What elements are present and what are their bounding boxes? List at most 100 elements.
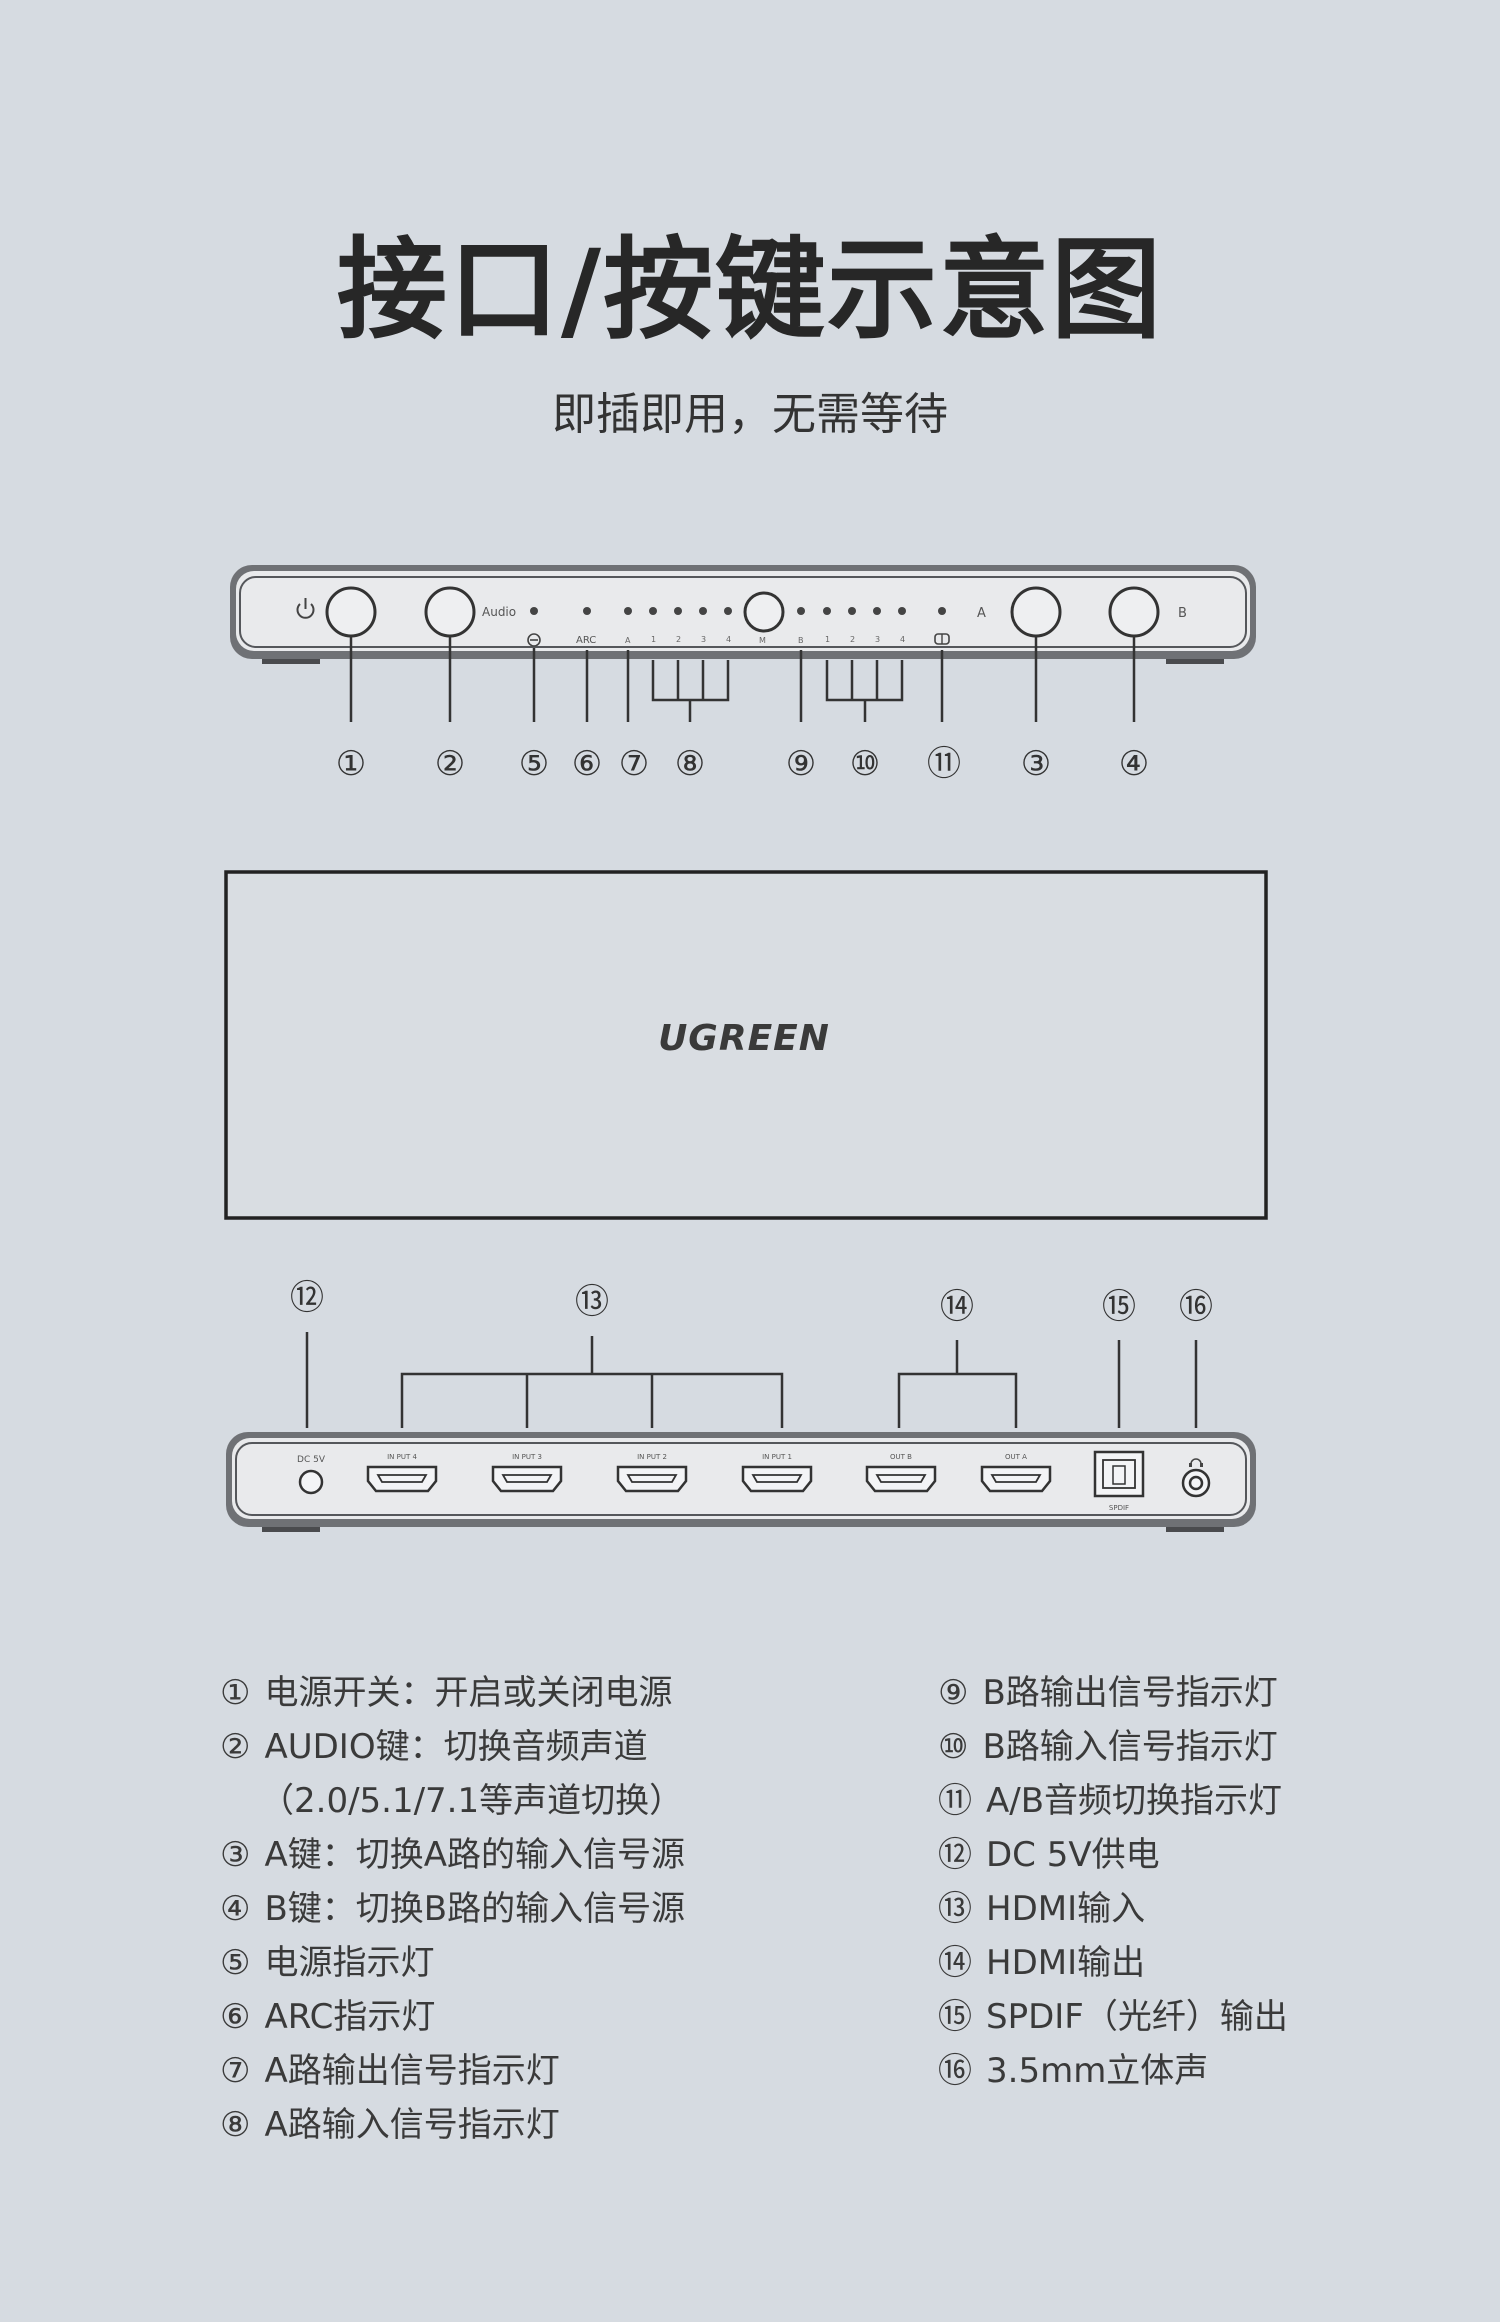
- b-input-led-3: [873, 607, 881, 615]
- power-button[interactable]: [325, 586, 377, 638]
- arc-led: [583, 607, 591, 615]
- callout-16: ⑯: [1179, 1287, 1213, 1327]
- b-port-number-1: 1: [825, 635, 830, 644]
- back-leader-lines: [305, 1332, 1198, 1428]
- callout-10: ⑩: [850, 744, 880, 784]
- ab-audio-led: [938, 607, 946, 615]
- hdmi-output-b-port[interactable]: [865, 1465, 937, 1493]
- front-panel: Audio ARC A 1 2 3 4 M B 1 2 3 4: [230, 565, 1256, 664]
- callout-6: ⑥: [572, 744, 602, 784]
- b-output-led-label: B: [798, 636, 804, 645]
- input2-label: IN PUT 2: [637, 1453, 667, 1461]
- headphone-icon: [1189, 1458, 1203, 1467]
- callout-13: ⑬: [575, 1282, 609, 1322]
- brand-logo: UGREEN: [658, 1018, 830, 1059]
- hdmi-input-2-port[interactable]: [616, 1465, 688, 1493]
- callout-1: ①: [336, 744, 366, 784]
- hdmi-input-1-port[interactable]: [741, 1465, 813, 1493]
- dc-port[interactable]: [298, 1469, 324, 1495]
- a-port-number-1: 1: [651, 635, 656, 644]
- callout-12: ⑫: [290, 1278, 324, 1318]
- m-label: M: [759, 636, 766, 645]
- callout-14: ⑭: [940, 1287, 974, 1327]
- a-input-led-4: [724, 607, 732, 615]
- input1-label: IN PUT 1: [762, 1453, 792, 1461]
- b-output-led: [797, 607, 805, 615]
- a-input-led-3: [699, 607, 707, 615]
- hdmi-output-a-port[interactable]: [980, 1465, 1052, 1493]
- spdif-port[interactable]: [1093, 1450, 1145, 1498]
- b-port-number-2: 2: [850, 635, 855, 644]
- b-input-led-4: [898, 607, 906, 615]
- hdmi-input-4-port[interactable]: [366, 1465, 438, 1493]
- hdmi-input-3-port[interactable]: [491, 1465, 563, 1493]
- outa-label: OUT A: [1005, 1453, 1027, 1461]
- a-port-number-3: 3: [701, 635, 706, 644]
- page-subtitle: 即插即用，无需等待: [552, 389, 948, 440]
- back-panel: DC 5V IN PUT 4 IN PUT 3 IN PUT 2 IN PUT …: [226, 1432, 1256, 1532]
- power-led: [530, 607, 538, 615]
- b-port-number-4: 4: [900, 635, 905, 644]
- legend-item-2-note: （2.0/5.1/7.1等声道切换）: [260, 1781, 684, 1821]
- callout-4: ④: [1119, 744, 1149, 784]
- spdif-label: SPDIF: [1109, 1504, 1129, 1512]
- top-view: UGREEN: [224, 870, 1268, 1220]
- callout-9: ⑨: [786, 744, 816, 784]
- a-input-led-2: [674, 607, 682, 615]
- page-title: 接口/按键示意图: [336, 226, 1164, 354]
- m-button[interactable]: [743, 591, 785, 633]
- audio-label: Audio: [482, 605, 516, 619]
- callout-8: ⑧: [675, 744, 705, 784]
- back-callouts: ⑫ ⑬ ⑭ ⑮ ⑯: [290, 1278, 1213, 1327]
- a-port-number-4: 4: [726, 635, 731, 644]
- callout-11: ⑪: [927, 744, 961, 784]
- power-led-icon: [527, 633, 541, 647]
- a-input-led-1: [649, 607, 657, 615]
- outb-label: OUT B: [890, 1453, 912, 1461]
- b-input-led-2: [848, 607, 856, 615]
- a-output-led-label: A: [625, 636, 631, 645]
- callout-15: ⑮: [1102, 1287, 1136, 1327]
- a-output-led: [624, 607, 632, 615]
- ab-audio-icon: [934, 633, 950, 645]
- device-diagram: Audio ARC A 1 2 3 4 M B 1 2 3 4: [224, 565, 1268, 1532]
- audio-3-5mm-port[interactable]: [1181, 1468, 1211, 1498]
- callout-2: ②: [435, 744, 465, 784]
- callout-3: ③: [1021, 744, 1051, 784]
- input4-label: IN PUT 4: [387, 1453, 417, 1461]
- b-input-led-1: [823, 607, 831, 615]
- a-label: A: [977, 606, 986, 621]
- callout-5: ⑤: [519, 744, 549, 784]
- b-button[interactable]: [1108, 586, 1160, 638]
- front-leader-lines: [349, 636, 1136, 722]
- b-label: B: [1178, 606, 1187, 621]
- a-button[interactable]: [1010, 586, 1062, 638]
- input3-label: IN PUT 3: [512, 1453, 542, 1461]
- b-port-number-3: 3: [875, 635, 880, 644]
- callout-7: ⑦: [619, 744, 649, 784]
- audio-button[interactable]: [424, 586, 476, 638]
- arc-label: ARC: [576, 635, 596, 646]
- a-port-number-2: 2: [676, 635, 681, 644]
- dc-label: DC 5V: [297, 1455, 326, 1465]
- power-icon: [296, 598, 315, 619]
- front-callouts: ① ② ⑤ ⑥ ⑦ ⑧ ⑨ ⑩ ⑪ ③ ④: [336, 744, 1149, 784]
